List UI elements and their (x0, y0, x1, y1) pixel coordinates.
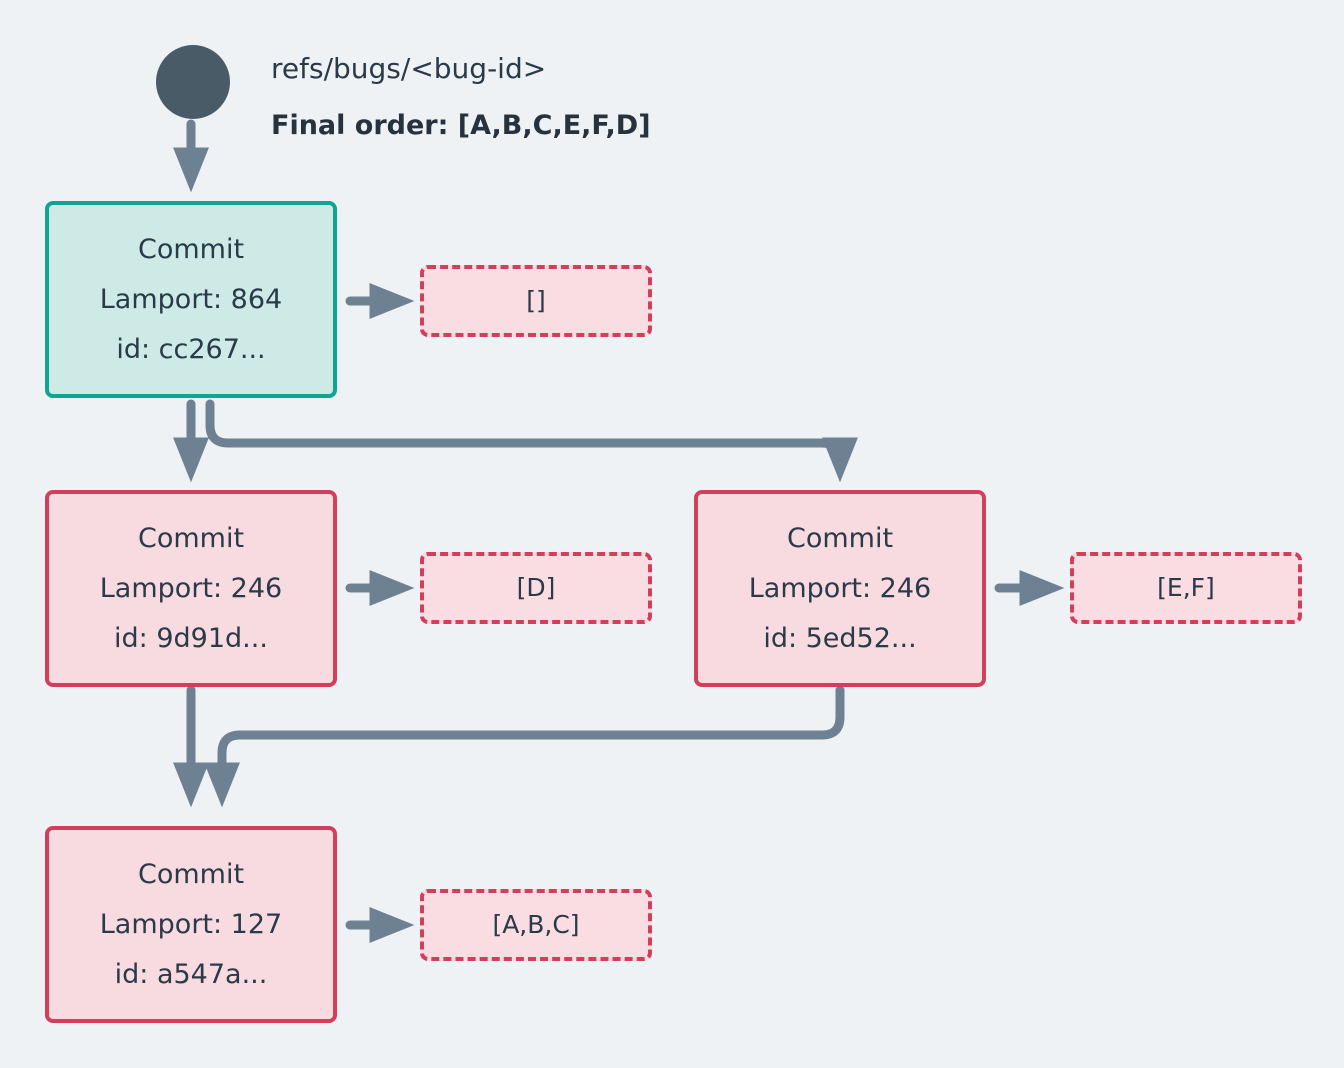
commit-node-cc267[interactable]: Commit Lamport: 864 id: cc267... (45, 201, 337, 398)
commit-node-5ed52[interactable]: Commit Lamport: 246 id: 5ed52... (694, 490, 986, 687)
commit-id: id: cc267... (116, 333, 266, 365)
commit-title: Commit (786, 522, 894, 554)
commit-lamport: Lamport: 127 (99, 908, 283, 940)
commit-id: id: 9d91d... (114, 622, 268, 654)
commit-lamport: Lamport: 246 (99, 572, 283, 604)
commit-lamport: Lamport: 246 (748, 572, 932, 604)
edge-cc267-to-5ed52 (205, 399, 858, 483)
payload-label: [D] (516, 573, 556, 602)
payload-node-a547a[interactable]: [A,B,C] (420, 889, 652, 961)
payload-label: [E,F] (1157, 573, 1215, 602)
payload-label: [] (526, 286, 546, 315)
commit-id: id: 5ed52... (763, 622, 917, 654)
commit-title: Commit (137, 522, 245, 554)
edge-5ed52-to-a547a (204, 685, 845, 808)
commit-lamport: Lamport: 864 (99, 283, 283, 315)
final-order-label: Final order: [A,B,C,E,F,D] (271, 110, 651, 141)
ref-path-label: refs/bugs/<bug-id> (271, 52, 547, 85)
root-ref-dot (156, 45, 230, 119)
commit-title: Commit (137, 858, 245, 890)
payload-label: [A,B,C] (492, 910, 580, 939)
commit-node-9d91d[interactable]: Commit Lamport: 246 id: 9d91d... (45, 490, 337, 687)
commit-title: Commit (137, 233, 245, 265)
ref-header: refs/bugs/<bug-id> Final order: [A,B,C,E… (271, 52, 1031, 143)
payload-node-5ed52[interactable]: [E,F] (1070, 552, 1302, 624)
commit-id: id: a547a... (114, 958, 268, 990)
payload-node-9d91d[interactable]: [D] (420, 552, 652, 624)
payload-node-cc267[interactable]: [] (420, 265, 652, 337)
commit-node-a547a[interactable]: Commit Lamport: 127 id: a547a... (45, 826, 337, 1023)
